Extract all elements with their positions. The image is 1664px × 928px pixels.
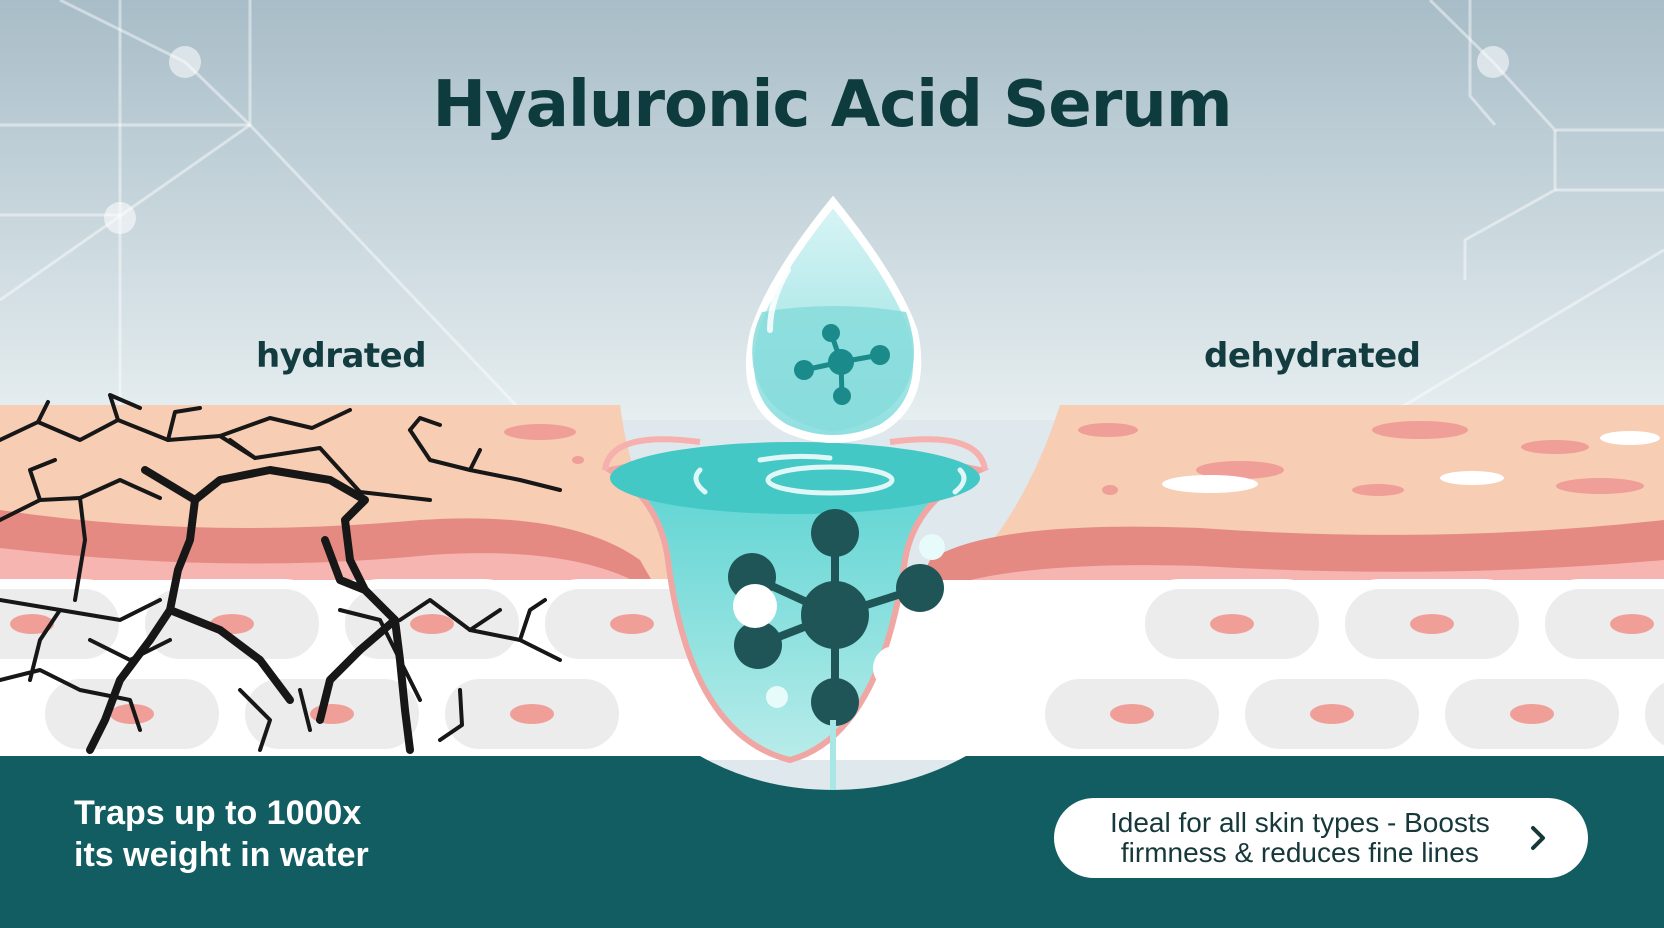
- molecule-icon: [728, 509, 945, 726]
- cell-nucleus: [1210, 614, 1254, 634]
- serum-surface-rim: [602, 436, 701, 471]
- benefits-line-2: firmness & reduces fine lines: [1120, 837, 1479, 868]
- cell-nucleus: [1610, 614, 1654, 634]
- cell-nucleus: [410, 614, 454, 634]
- serum-ripples: [693, 453, 967, 496]
- cell-nucleus: [1310, 704, 1354, 724]
- serum-surface-rim-right: [889, 436, 988, 471]
- cell-nucleus: [1110, 704, 1154, 724]
- cell-nucleus: [1510, 704, 1554, 724]
- cell-nucleus: [110, 704, 154, 724]
- crack-lines: [0, 393, 562, 754]
- page-title: Hyaluronic Acid Serum: [432, 68, 1232, 142]
- claim-line-2: its weight in water: [74, 836, 369, 874]
- label-hydrated: hydrated: [256, 336, 427, 376]
- circuit-nodes-right: [1477, 46, 1509, 78]
- cell-nucleus: [1410, 614, 1454, 634]
- benefits-line-1: Ideal for all skin types - Boosts: [1110, 807, 1490, 838]
- label-dehydrated: dehydrated: [1204, 336, 1421, 376]
- chevron-right-icon: [1531, 826, 1545, 850]
- circuit-nodes-left: [104, 46, 201, 234]
- benefits-button[interactable]: Ideal for all skin types - Boosts firmne…: [1054, 798, 1588, 878]
- cell-nucleus: [10, 614, 54, 634]
- cell-nucleus: [610, 614, 654, 634]
- cell-nucleus: [510, 704, 554, 724]
- epidermis-highlights: [1162, 431, 1660, 493]
- claim-line-1: Traps up to 1000x: [74, 794, 362, 832]
- epidermis-spots: [504, 421, 1644, 496]
- water-retention-claim: Traps up to 1000x its weight in water: [74, 792, 369, 876]
- serum-surface: [610, 442, 980, 514]
- skin-cell: [1635, 671, 1664, 757]
- water-drop-icon: [745, 195, 922, 443]
- cell-layer: [0, 579, 1664, 759]
- skin-cell: [1535, 579, 1664, 669]
- benefits-button-label: Ideal for all skin types - Boosts firmne…: [1110, 808, 1490, 868]
- circuit-lines-right: [1379, 0, 1664, 422]
